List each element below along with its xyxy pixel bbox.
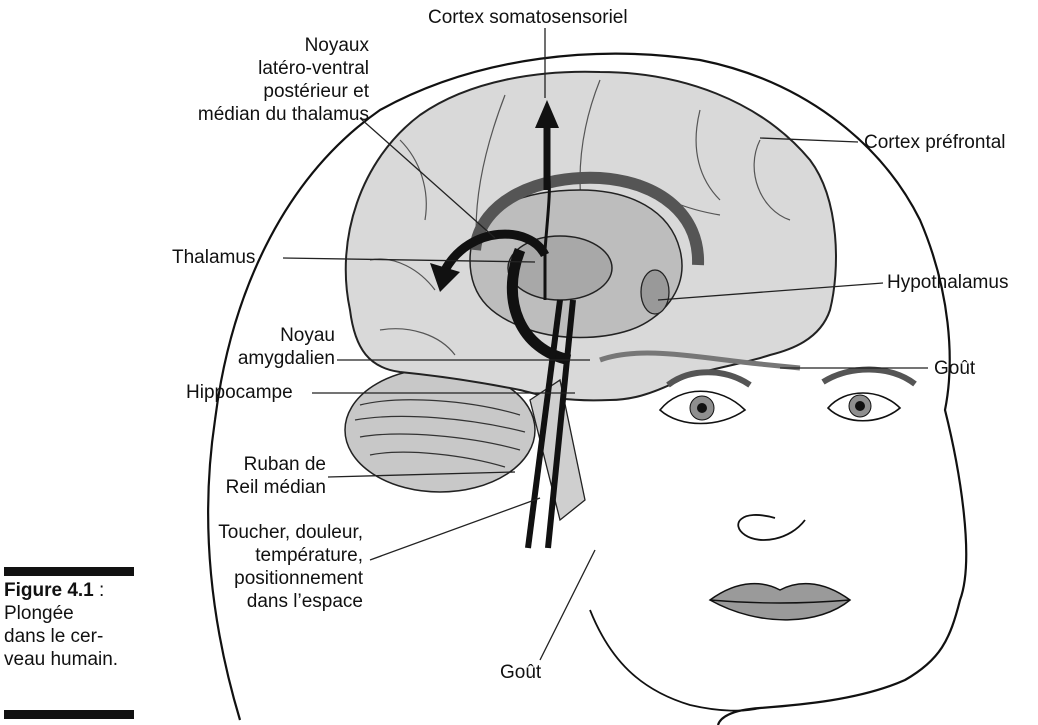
caption-line1: Plongée (4, 602, 144, 625)
label-toucher-line4: dans l’espace (218, 590, 363, 613)
label-cortex-somatosensoriel: Cortex somatosensoriel (428, 6, 628, 29)
label-gout-right: Goût (934, 357, 975, 380)
label-cortex-prefrontal: Cortex préfrontal (864, 131, 1006, 154)
label-hippocampe: Hippocampe (186, 381, 293, 404)
label-ruban-reil: Ruban de Reil médian (226, 453, 326, 499)
label-noyau-line1: Noyau (238, 324, 335, 347)
label-noyau-amygdalien: Noyau amygdalien (238, 324, 335, 370)
label-toucher: Toucher, douleur, température, positionn… (218, 521, 363, 613)
label-toucher-line1: Toucher, douleur, (218, 521, 363, 544)
label-noyaux-thalamus: Noyaux latéro-ventral postérieur et médi… (198, 34, 369, 126)
caption-separator: : (94, 580, 105, 601)
label-toucher-line3: positionnement (218, 567, 363, 590)
figure-caption: Figure 4.1 : Plongée dans le cer- veau h… (4, 579, 144, 671)
label-gout-bottom: Goût (500, 661, 541, 684)
label-hypothalamus: Hypothalamus (887, 271, 1008, 294)
label-noyaux-line4: médian du thalamus (198, 103, 369, 126)
right-eye (823, 369, 915, 420)
caption-top-rule (4, 567, 134, 576)
label-noyaux-line2: latéro-ventral (198, 57, 369, 80)
left-eye (660, 372, 750, 423)
caption-line2: dans le cer- (4, 625, 144, 648)
nose-outline (738, 515, 805, 540)
caption-title-line: Figure 4.1 : (4, 579, 144, 602)
label-noyaux-line3: postérieur et (198, 80, 369, 103)
label-ruban-line1: Ruban de (226, 453, 326, 476)
thalamus (508, 236, 612, 300)
caption-figure-number: Figure 4.1 (4, 580, 94, 601)
label-toucher-line2: température, (218, 544, 363, 567)
label-noyau-line2: amygdalien (238, 347, 335, 370)
label-thalamus: Thalamus (172, 246, 255, 269)
label-noyaux-line1: Noyaux (198, 34, 369, 57)
jaw-outline (590, 610, 760, 711)
caption-line3: veau humain. (4, 648, 144, 671)
hypothalamus (641, 270, 669, 314)
label-ruban-line2: Reil médian (226, 476, 326, 499)
caption-bottom-rule (4, 710, 134, 719)
